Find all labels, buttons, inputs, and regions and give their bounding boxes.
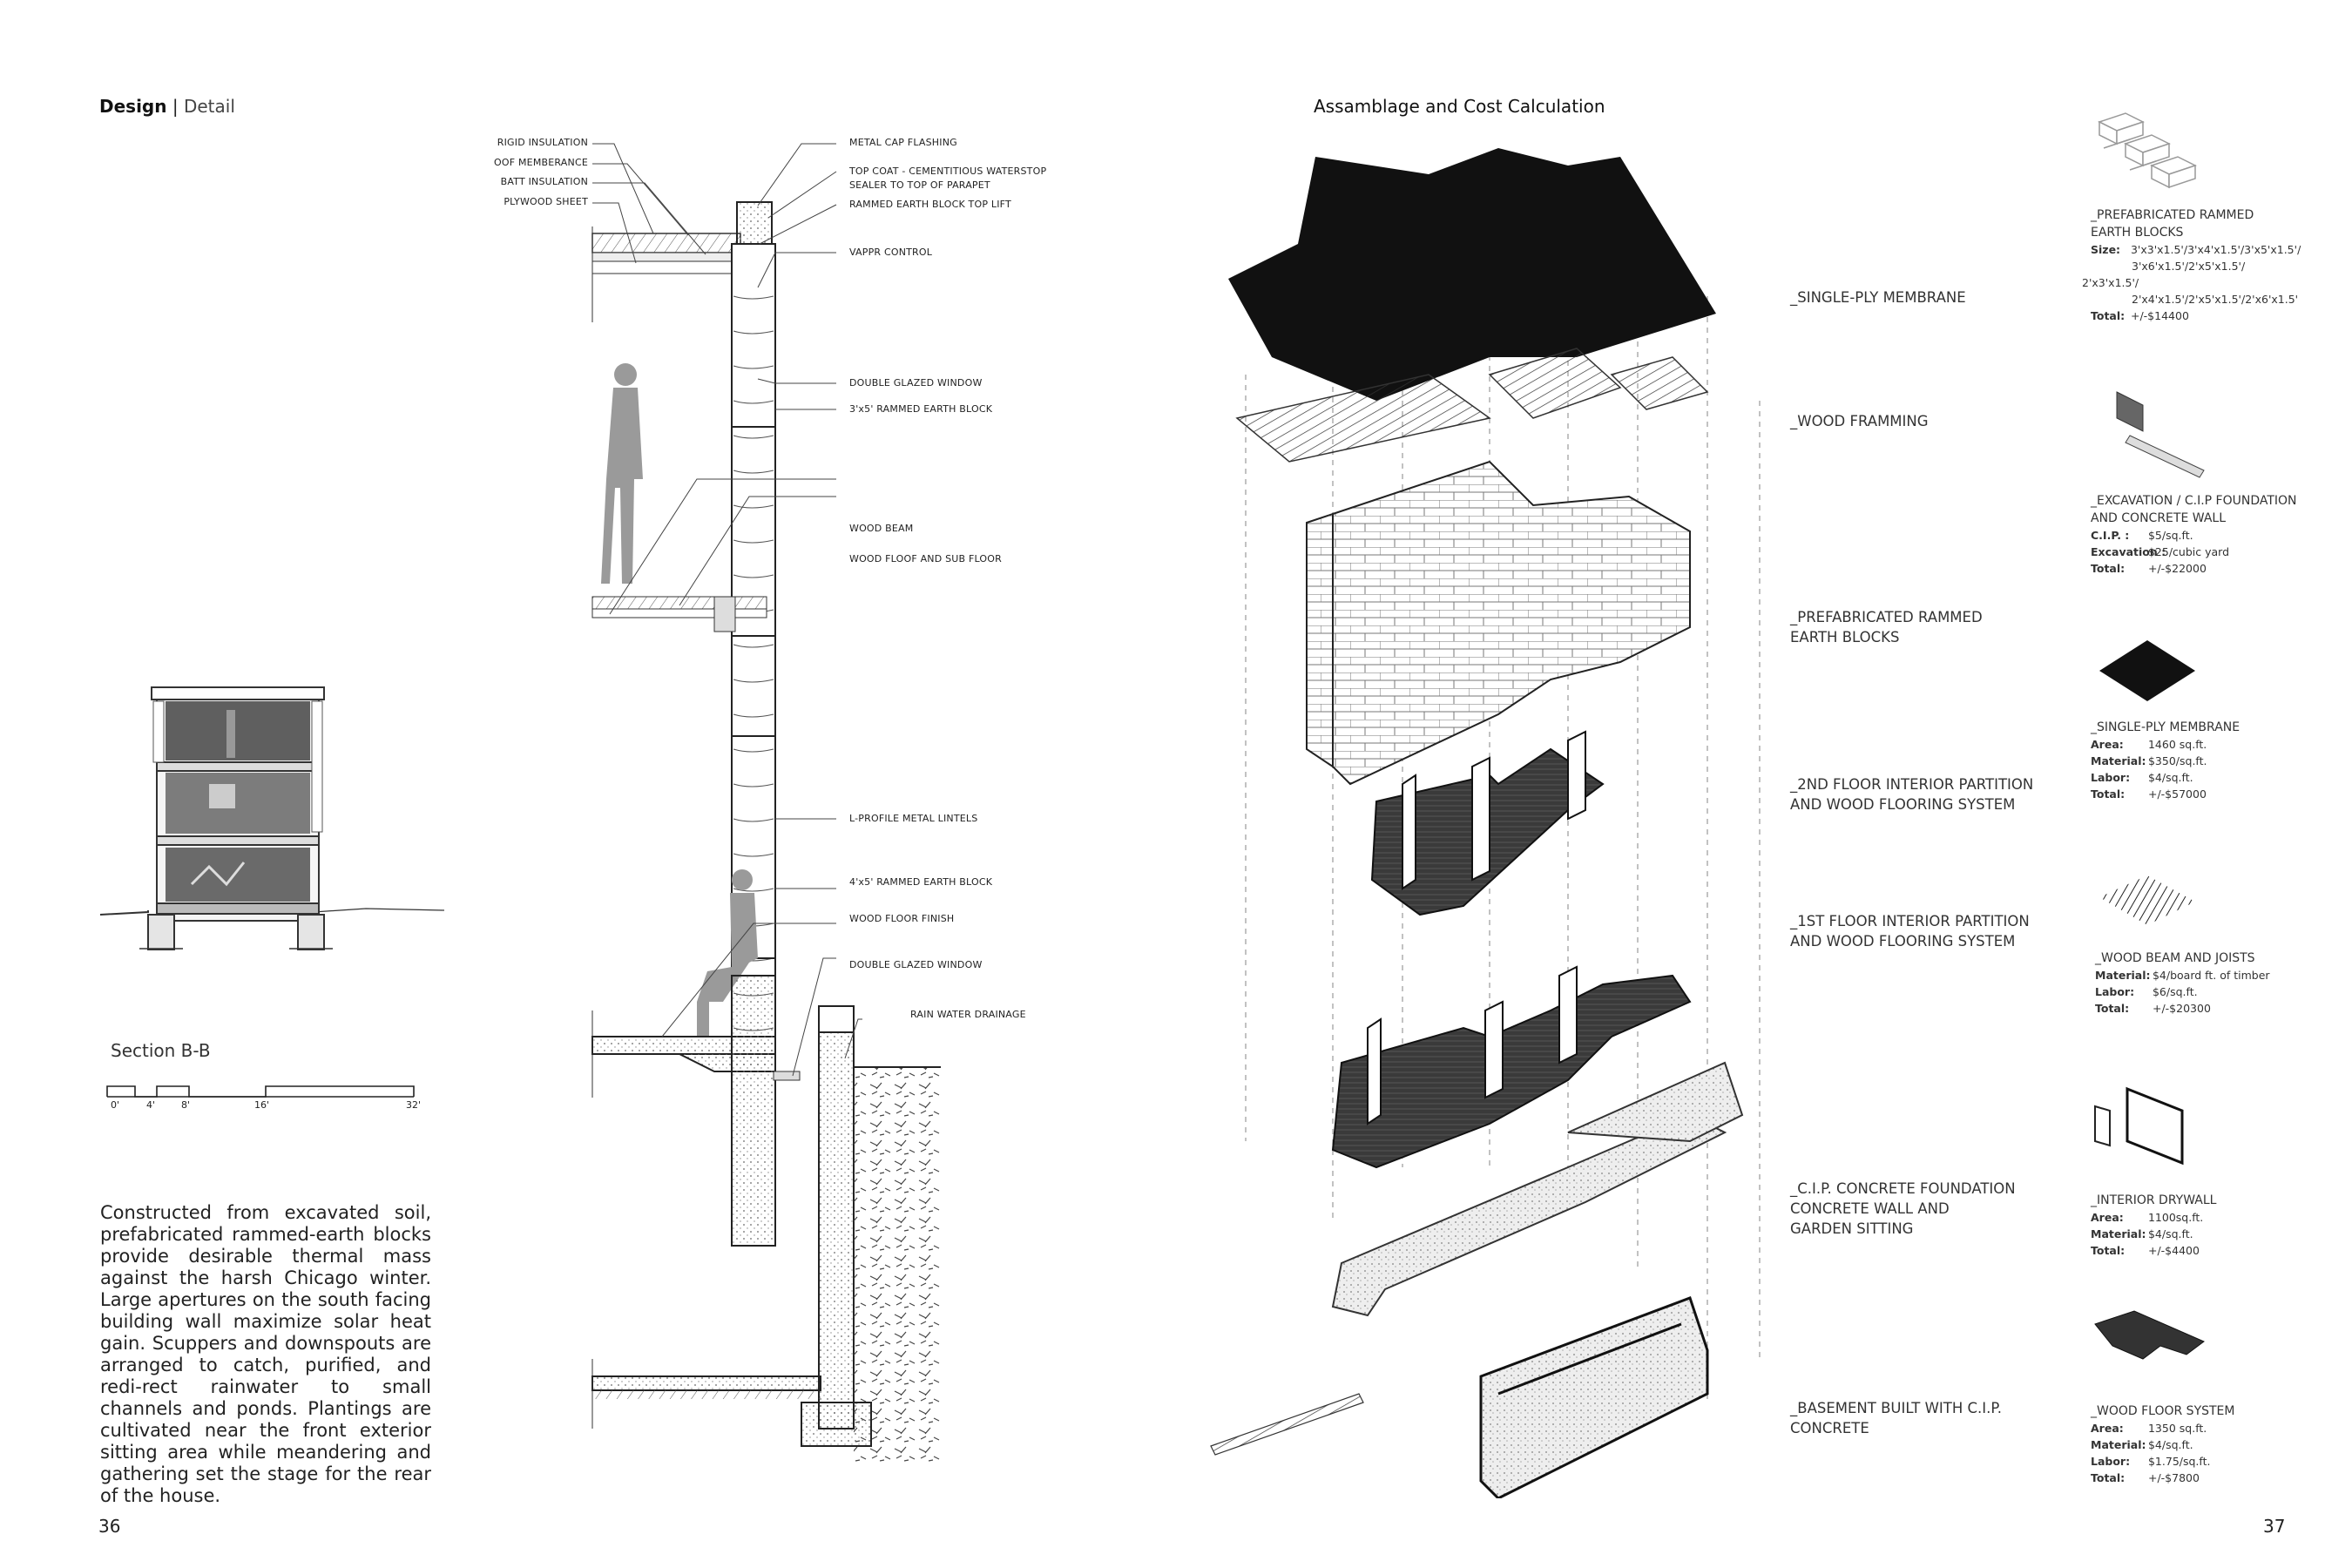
layer-label-membrane: _SINGLE-PLY MEMBRANE: [1790, 289, 1966, 306]
callout-wood-floor-finish: WOOD FLOOR FINISH: [849, 913, 955, 924]
callout-rain-drainage: RAIN WATER DRAINAGE: [910, 1009, 1026, 1020]
scale-bar: [106, 1085, 415, 1098]
cost-drywall: _INTERIOR DRYWALL Area: 1100sq.ft. Mater…: [2091, 1193, 2217, 1257]
scale-label-8: 8': [181, 1099, 191, 1111]
section-label: Section B-B: [111, 1040, 211, 1061]
callout-double-glazed-2: DOUBLE GLAZED WINDOW: [849, 959, 983, 970]
scale-label-16: 16': [254, 1099, 270, 1111]
callout-wood-beam: WOOD BEAM: [849, 523, 914, 534]
callout-rigid-insulation: RIGID INSULATION: [497, 137, 588, 148]
header-sub: Detail: [183, 96, 235, 117]
page-header-left: Design | Detail: [99, 96, 235, 117]
scale-label-0: 0': [111, 1099, 120, 1111]
callout-double-glazed-1: DOUBLE GLAZED WINDOW: [849, 377, 983, 389]
foundation-wall-icon: [2116, 391, 2205, 478]
callout-batt-insulation: BATT INSULATION: [500, 176, 588, 187]
layer-label-earth-blocks: _PREFABRICATED RAMMED EARTH BLOCKS: [1790, 609, 1983, 645]
header-separator: |: [172, 96, 179, 117]
callout-top-lift: RAMMED EARTH BLOCK TOP LIFT: [849, 199, 1011, 210]
cost-foundation: _EXCAVATION / C.I.P FOUNDATION AND CONCR…: [2091, 494, 2297, 575]
scale-label-4: 4': [146, 1099, 156, 1111]
layer-label-2nd-floor: _2ND FLOOR INTERIOR PARTITION AND WOOD F…: [1790, 776, 2034, 813]
scale-label-32: 32': [406, 1099, 422, 1111]
layer-label-framing: _WOOD FRAMMING: [1790, 413, 1929, 429]
layer-label-foundation: _C.I.P. CONCRETE FOUNDATION CONCRETE WAL…: [1790, 1180, 2016, 1237]
callout-3x5-block: 3'x5' RAMMED EARTH BLOCK: [849, 403, 993, 415]
page-number-left: 36: [98, 1516, 121, 1537]
callout-sealer: SEALER TO TOP OF PARAPET: [849, 179, 990, 191]
layer-label-basement: _BASEMENT BUILT WITH C.I.P. CONCRETE: [1790, 1400, 2003, 1436]
page-number-right: 37: [2263, 1516, 2286, 1537]
wood-floor-icon: [2094, 1310, 2205, 1360]
drywall-icon: [2094, 1086, 2184, 1166]
callout-4x5-block: 4'x5' RAMMED EARTH BLOCK: [849, 876, 993, 888]
callout-roof-membrane: OOF MEMBERANCE: [494, 157, 588, 168]
wall-section-detail: [591, 143, 941, 1463]
exploded-axonometric: [1210, 148, 1761, 1498]
cost-earth-blocks: _PREFABRICATED RAMMED EARTH BLOCKS Size:…: [2082, 208, 2301, 322]
joists-icon: [2099, 875, 2195, 925]
cost-membrane: _SINGLE-PLY MEMBRANE Area: 1460 sq.ft. M…: [2091, 720, 2240, 801]
membrane-icon: [2099, 640, 2195, 701]
callout-top-coat: TOP COAT - CEMENTITIOUS WATERSTOP: [849, 166, 1047, 177]
callout-vapor-control: VAPPR CONTROL: [849, 247, 933, 258]
header-main: Design: [99, 96, 167, 117]
cost-wood-floor: _WOOD FLOOR SYSTEM Area: 1350 sq.ft. Mat…: [2091, 1404, 2235, 1484]
layer-label-1st-floor: _1ST FLOOR INTERIOR PARTITION AND WOOD F…: [1790, 913, 2030, 950]
callout-plywood-sheet: PLYWOOD SHEET: [504, 196, 588, 207]
callout-metal-cap: METAL CAP FLASHING: [849, 137, 957, 148]
callout-wood-floor-sub: WOOD FLOOF AND SUB FLOOR: [849, 553, 1002, 564]
page-header-right: Assamblage and Cost Calculation: [1314, 96, 1605, 117]
section-b-b-drawing: [99, 686, 445, 950]
cost-joists: _WOOD BEAM AND JOISTS Material: $4/board…: [2095, 951, 2270, 1015]
body-paragraph: Constructed from excavated soil, prefabr…: [100, 1202, 431, 1506]
earth-blocks-icon: [2098, 112, 2197, 189]
callout-metal-lintels: L-PROFILE METAL LINTELS: [849, 813, 978, 824]
